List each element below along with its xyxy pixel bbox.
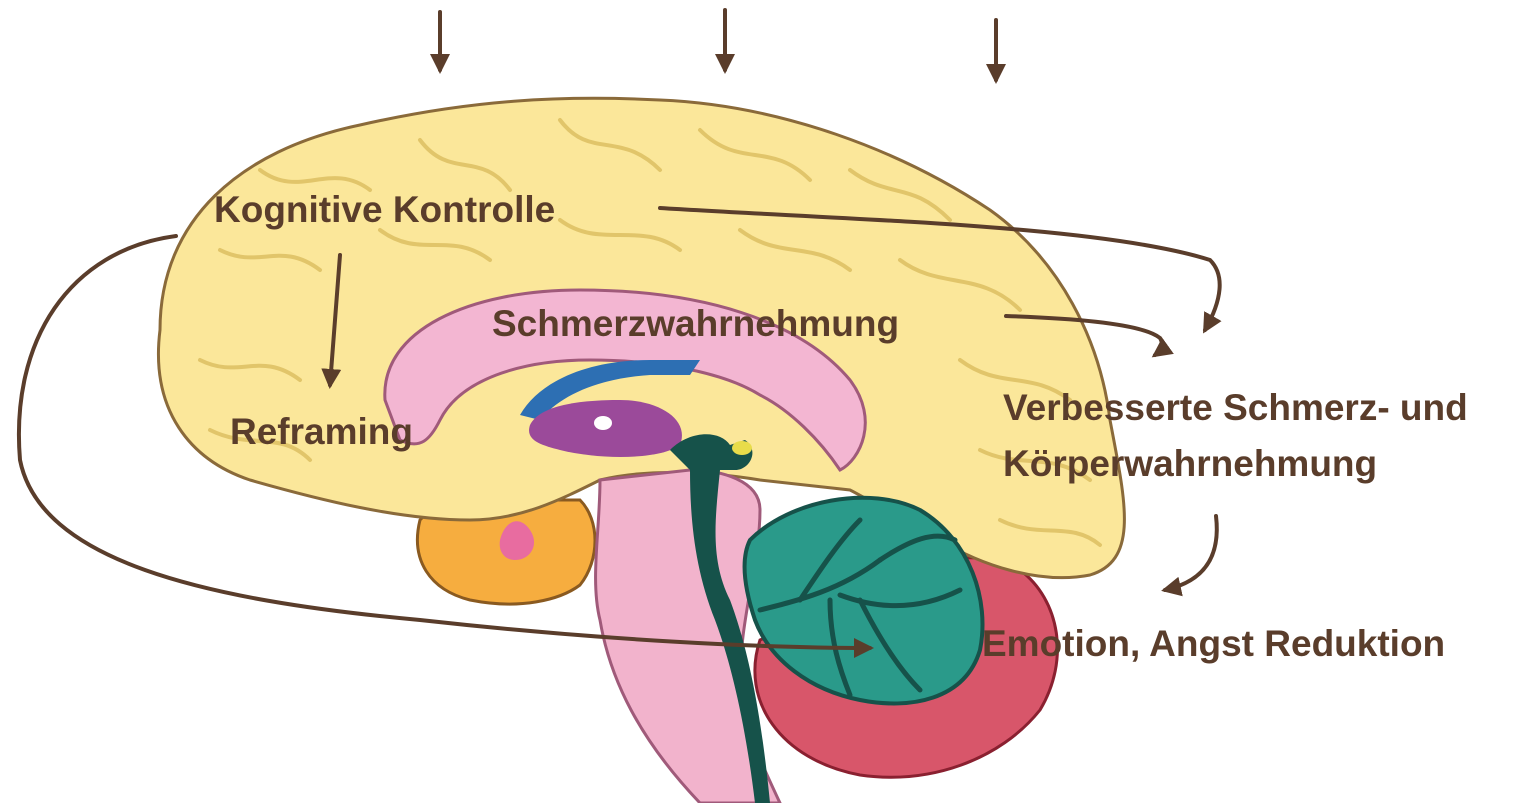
thalamus-highlight <box>594 416 612 430</box>
label-improved-line1: Verbesserte Schmerz- und <box>1003 387 1468 428</box>
label-improved-line2: Körperwahrnehmung <box>1003 443 1377 484</box>
arrow-improved-to-emotion <box>1165 516 1217 590</box>
pineal-highlight <box>732 441 752 455</box>
label-cognitive-control: Kognitive Kontrolle <box>214 189 555 230</box>
label-emotion: Emotion, Angst Reduktion <box>982 623 1445 664</box>
label-pain-perception: Schmerzwahrnehmung <box>492 303 899 344</box>
label-reframing: Reframing <box>230 411 413 452</box>
